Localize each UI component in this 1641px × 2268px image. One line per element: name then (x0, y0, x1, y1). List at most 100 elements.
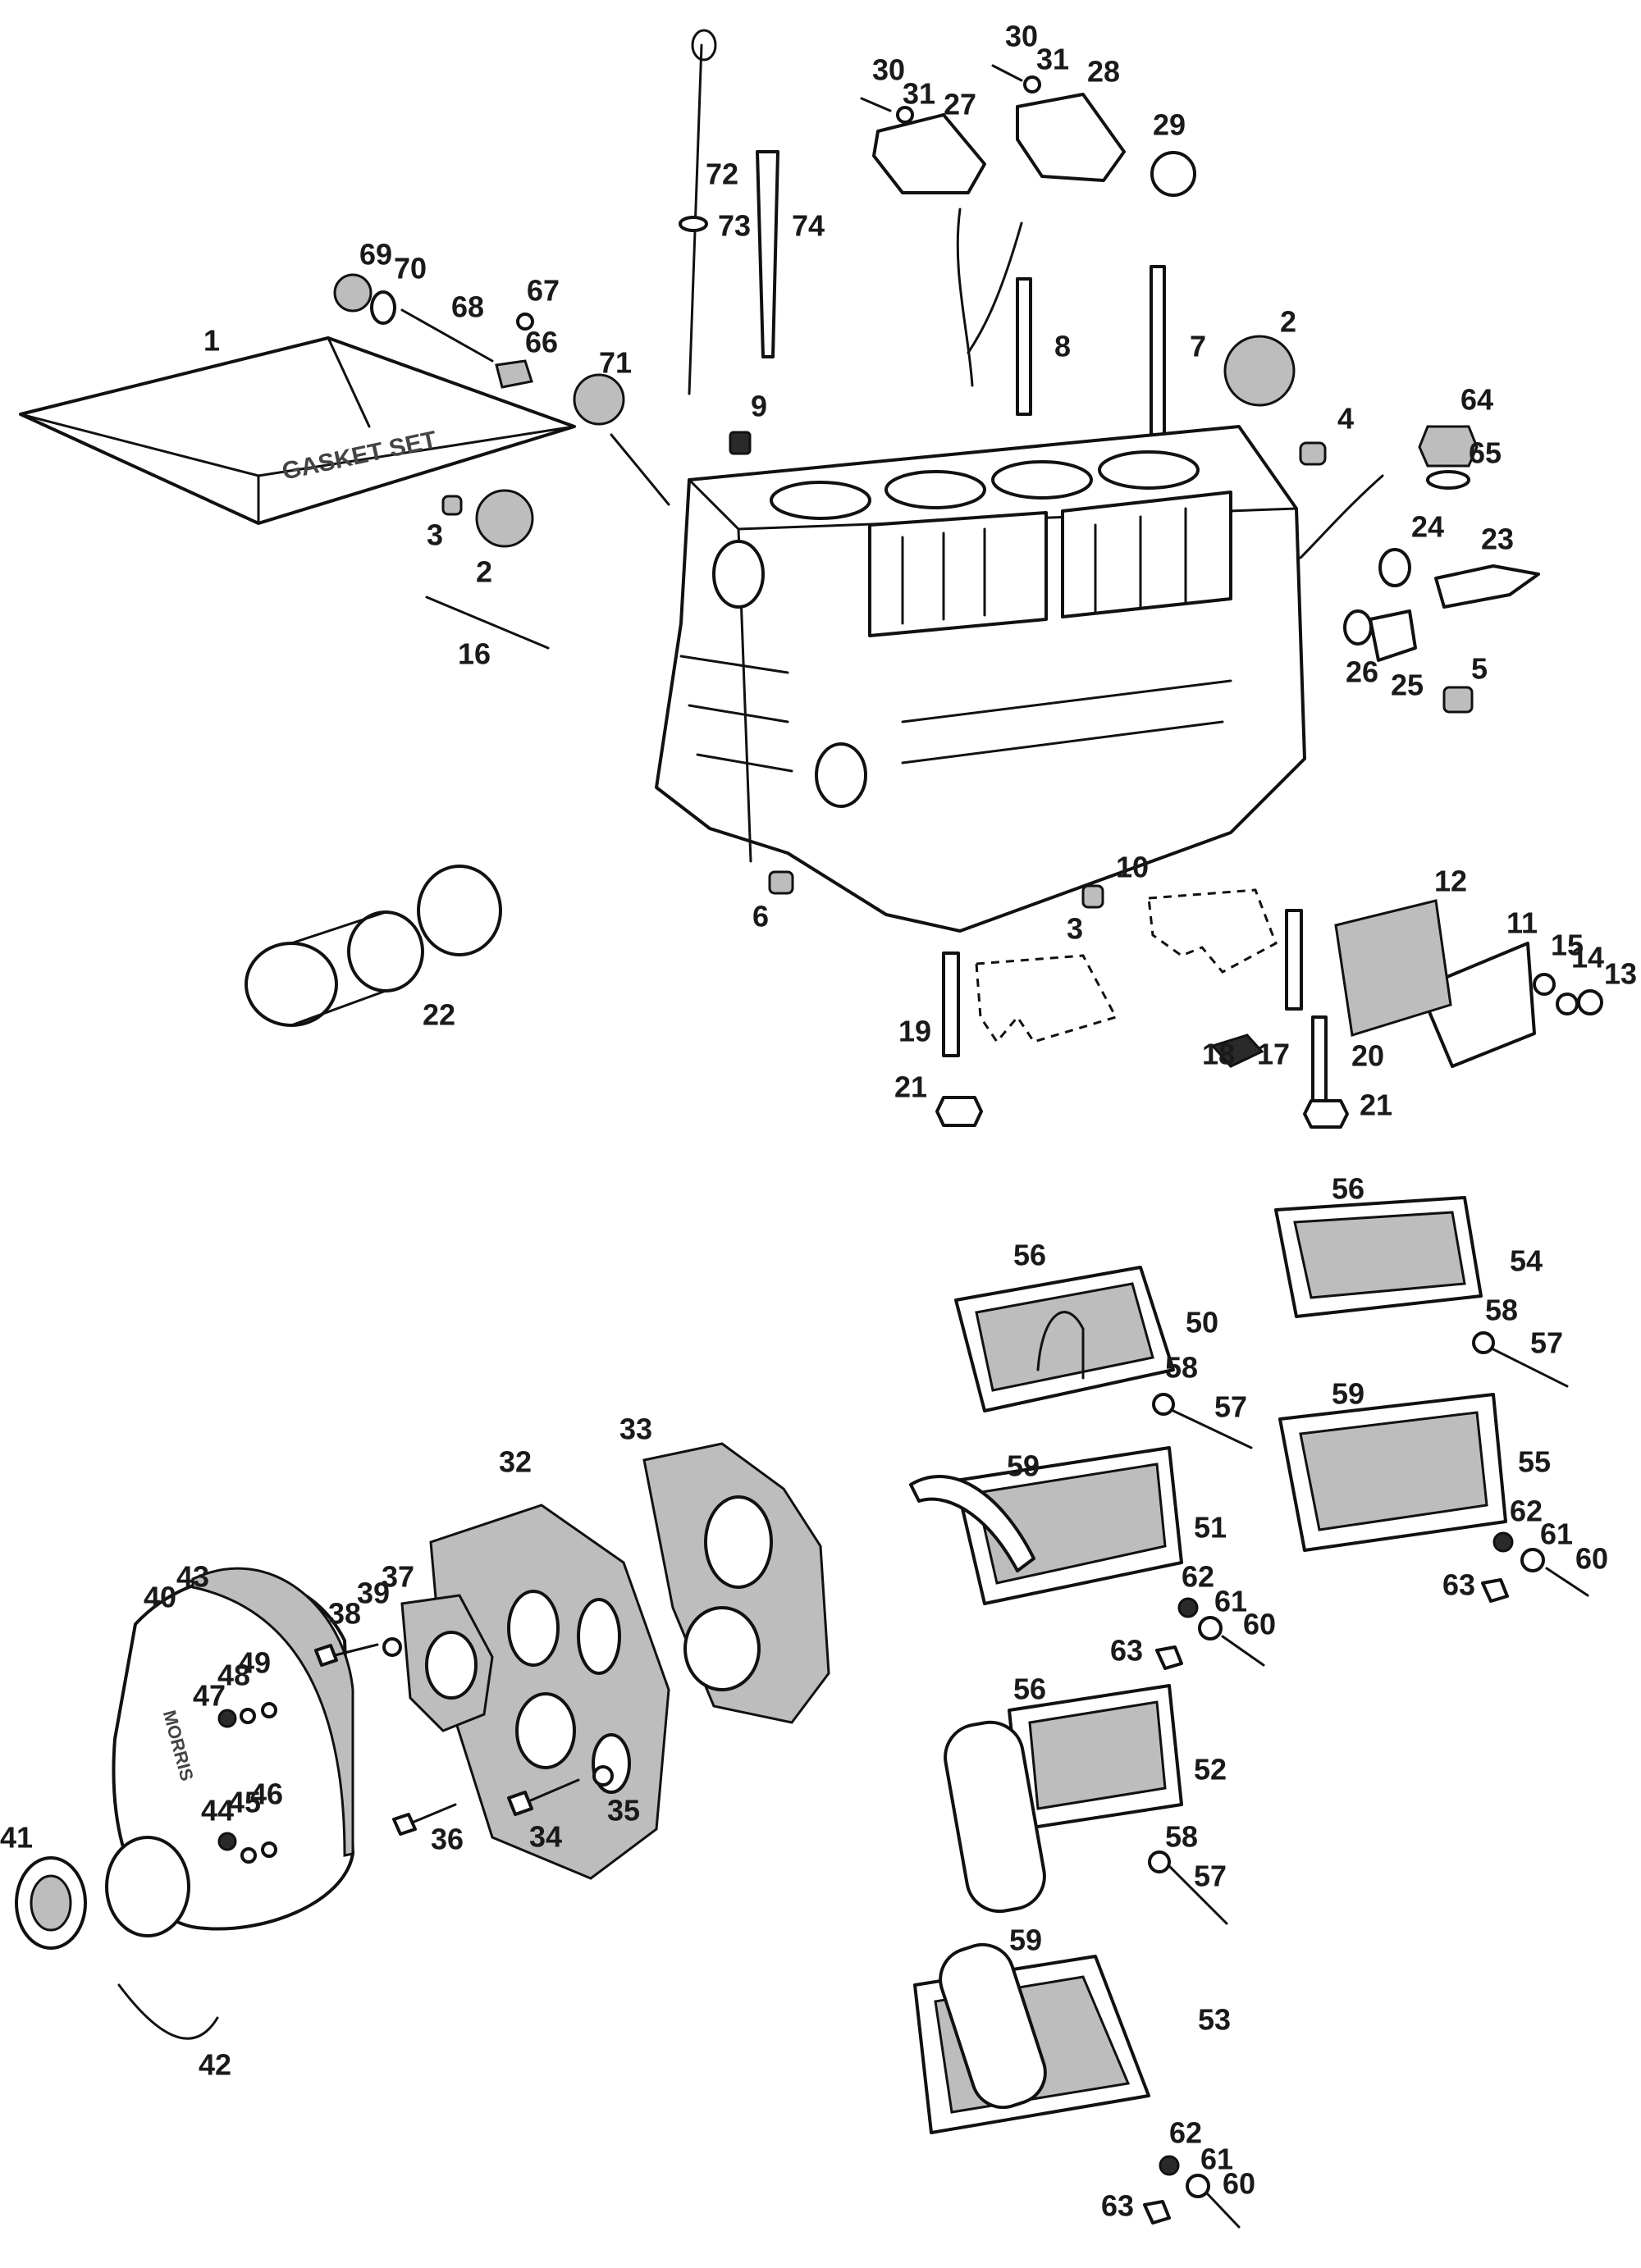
label-21b: 21 (1360, 1088, 1392, 1122)
label-51: 51 (1194, 1511, 1227, 1545)
side-cover-11 (1418, 942, 1536, 1068)
label-64: 64 (1460, 383, 1493, 417)
retaining-ring-42 (117, 1983, 219, 2040)
nut-21-right (1303, 1099, 1349, 1129)
relief-valve-cap-66 (495, 359, 533, 389)
label-7: 7 (1190, 330, 1206, 363)
label-63a: 63 (1110, 1634, 1143, 1668)
bearing-cap-right (1147, 888, 1278, 974)
water-outlet-27 (872, 113, 986, 194)
dipstick-tube-74 (756, 150, 779, 358)
label-5: 5 (1471, 652, 1488, 686)
camshaft-bearings (245, 865, 502, 1027)
adaptor-25 (1369, 609, 1417, 662)
tappet-cover-50-inner (975, 1282, 1154, 1392)
ball-67 (516, 313, 534, 331)
label-60a: 60 (1243, 1608, 1276, 1641)
pointer-arrow-4 (1299, 474, 1384, 559)
label-56a: 56 (1013, 1239, 1046, 1272)
bolt-38 (327, 1643, 379, 1659)
label-67: 67 (527, 274, 560, 308)
nut-63-b (1481, 1578, 1509, 1603)
bolt-44 (217, 1832, 237, 1851)
bolt-60-a (1221, 1635, 1265, 1667)
label-56b: 56 (1332, 1172, 1364, 1206)
drain-tap-23 (1434, 564, 1540, 609)
label-18: 18 (1202, 1038, 1235, 1071)
bolt-49 (261, 1702, 277, 1718)
plate-hole-b (577, 1598, 621, 1675)
dowel-rod-16 (425, 596, 550, 650)
label-57c: 57 (1194, 1860, 1227, 1893)
nut-63-a (1155, 1645, 1183, 1670)
label-11: 11 (1506, 906, 1538, 940)
nut-21-left (935, 1096, 983, 1127)
label-65: 65 (1469, 436, 1502, 470)
label-23: 23 (1481, 523, 1514, 556)
water-outlet-28 (1016, 93, 1126, 182)
label-49: 49 (238, 1646, 271, 1680)
label-39: 39 (357, 1577, 390, 1610)
label-13: 13 (1604, 957, 1637, 991)
stud-17 (1285, 909, 1303, 1011)
nut-63-c (1143, 2200, 1171, 2225)
tappet-cover-52-inner (1028, 1700, 1167, 1810)
tappet-cover-54-inner (1293, 1211, 1466, 1299)
gasket-set-envelope: GASKET SET (19, 336, 576, 525)
bolt-60-c (1206, 2193, 1241, 2229)
label-53: 53 (1198, 2003, 1231, 2037)
label-61b: 61 (1540, 1517, 1573, 1551)
tappet-cover-55-inner (1299, 1411, 1488, 1531)
bolt-30-right (991, 64, 1023, 82)
engine-block (655, 425, 1306, 933)
label-20: 20 (1351, 1039, 1384, 1073)
side-cover-gasket-12 (1334, 899, 1452, 1037)
label-58a: 58 (1165, 1351, 1198, 1385)
stud-8 (1016, 277, 1032, 416)
washer-31-left (896, 106, 914, 124)
nut-13 (1577, 989, 1603, 1015)
label-28: 28 (1087, 55, 1120, 89)
label-19: 19 (898, 1015, 931, 1048)
washer-65 (1426, 470, 1470, 490)
bolt-36 (405, 1803, 457, 1827)
pointer-arrow-3 (967, 221, 1023, 354)
label-1: 1 (203, 324, 220, 358)
label-16: 16 (458, 637, 491, 671)
label-62c: 62 (1169, 2116, 1202, 2150)
label-57b: 57 (1530, 1326, 1563, 1360)
spring-68 (400, 308, 494, 363)
label-33: 33 (619, 1412, 652, 1446)
washer-61-b (1520, 1548, 1545, 1572)
washer-58-a (1152, 1393, 1175, 1416)
bolt-47 (217, 1709, 237, 1728)
washer-31-right (1023, 75, 1041, 94)
label-37: 37 (382, 1560, 414, 1594)
label-15: 15 (1551, 929, 1584, 962)
gasket-hole-b (683, 1606, 761, 1691)
label-57a: 57 (1214, 1390, 1247, 1424)
breather-canister-53 (939, 1942, 1047, 2110)
label-73: 73 (718, 209, 751, 243)
plug-9 (729, 431, 752, 455)
label-4: 4 (1337, 402, 1354, 436)
label-55: 55 (1518, 1445, 1551, 1479)
label-72: 72 (706, 157, 738, 191)
washer-62-b (1492, 1531, 1514, 1553)
breather-pipe-50 (1036, 1311, 1085, 1380)
washer-39 (382, 1637, 402, 1657)
label-48: 48 (217, 1659, 250, 1692)
callout-labels: 1 2 2 3 3 4 5 6 7 8 9 10 11 12 13 14 15 … (0, 20, 1637, 2223)
label-30b: 30 (1005, 20, 1038, 53)
breather-canister-52 (944, 1720, 1046, 1914)
label-31a: 31 (903, 77, 935, 111)
label-59b: 59 (1332, 1377, 1364, 1411)
label-56c: 56 (1013, 1672, 1046, 1706)
label-32: 32 (499, 1445, 532, 1479)
label-27: 27 (944, 88, 976, 121)
plug-64 (1418, 425, 1479, 468)
bolt-57-c (1168, 1864, 1228, 1925)
label-38: 38 (328, 1597, 361, 1631)
label-8: 8 (1054, 330, 1071, 363)
label-42: 42 (199, 2048, 231, 2082)
